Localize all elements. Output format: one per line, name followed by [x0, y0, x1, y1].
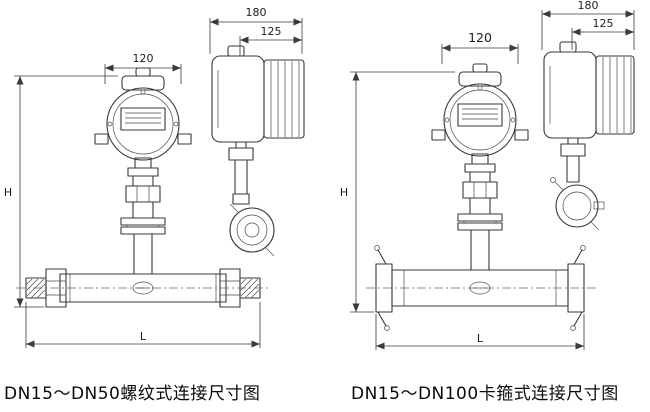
left-dim-180: 180 — [209, 6, 303, 54]
right-transmitter-head — [431, 63, 529, 157]
right-dim-H-label: H — [340, 186, 348, 199]
left-dim-125: 125 — [239, 25, 302, 56]
left-dim-L: L — [25, 302, 261, 348]
right-caption: DN15～DN100卡箍式连接尺寸图 — [351, 384, 619, 404]
right-front-view: 120 — [340, 30, 596, 350]
right-dim-180: 180 — [541, 0, 635, 50]
right-side-clamp-end — [550, 177, 605, 231]
left-dim-H-label: H — [4, 186, 12, 199]
left-side-stem — [228, 141, 254, 205]
right-connector-stack — [457, 153, 503, 271]
left-dim-180-label: 180 — [246, 6, 267, 19]
right-dim-120: 120 — [441, 30, 519, 64]
left-front-view: 120 — [4, 52, 270, 348]
left-dim-125-label: 125 — [261, 25, 282, 38]
right-dim-L-label: L — [477, 332, 484, 345]
left-transmitter-head — [94, 67, 192, 161]
right-dim-120-label: 120 — [468, 30, 492, 45]
right-dim-180-label: 180 — [578, 0, 599, 12]
left-connector-stack — [120, 157, 166, 275]
left-dim-L-label: L — [140, 330, 147, 343]
right-side-stem — [560, 137, 586, 183]
diagram-canvas: 120 — [4, 0, 635, 350]
right-dim-H: H — [340, 71, 455, 313]
left-caption: DN15～DN50螺纹式连接尺寸图 — [4, 384, 261, 404]
left-dim-H: H — [4, 75, 118, 308]
right-dim-125: 125 — [571, 17, 634, 50]
right-side-housing — [543, 41, 635, 139]
left-side-thread-end — [229, 203, 275, 257]
left-side-housing — [211, 45, 305, 143]
left-pipe-threaded — [16, 268, 270, 308]
left-side-view: 180 125 — [209, 6, 305, 257]
right-pipe-clamp — [366, 245, 596, 331]
right-dim-L: L — [375, 314, 585, 350]
left-dim-120-label: 120 — [133, 52, 154, 65]
right-dim-125-label: 125 — [593, 17, 614, 30]
right-side-view: 180 125 — [541, 0, 635, 231]
